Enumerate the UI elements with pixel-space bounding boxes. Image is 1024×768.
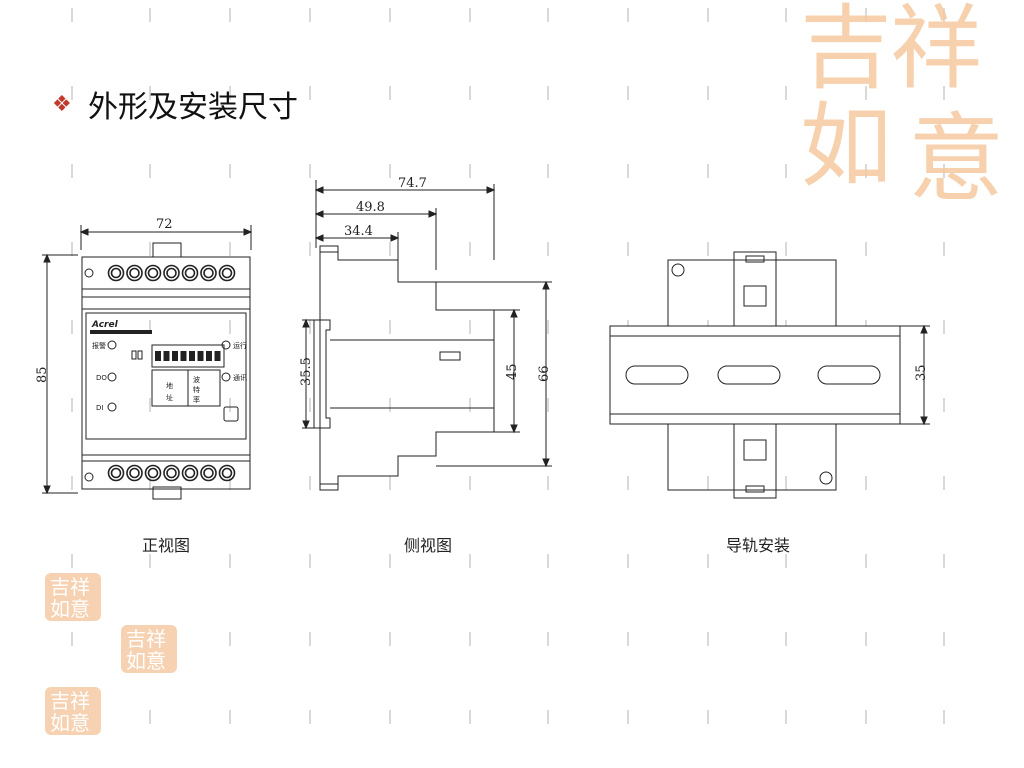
- diamond-bullet-icon: ❖: [52, 91, 72, 117]
- side-45-dimension: 45: [505, 363, 520, 380]
- alarm-label: 报警: [92, 341, 106, 350]
- side-mid-dimension: 49.8: [356, 200, 385, 215]
- seal-char-1: 吉: [800, 0, 892, 102]
- slide-title: ❖ 外形及安装尺寸: [52, 84, 298, 125]
- side-66-dimension: 66: [537, 365, 552, 382]
- side-front-dimension: 34.4: [344, 224, 373, 239]
- comm-label: 通讯: [233, 373, 247, 382]
- terminal-screw: [200, 464, 217, 482]
- side-rail-dimension: 35.5: [299, 357, 314, 386]
- terminal-screw: [181, 464, 199, 482]
- small-seal-logo: 吉祥 如意: [45, 687, 101, 735]
- front-width-dimension: 72: [156, 217, 173, 232]
- terminal-screw: [107, 464, 125, 482]
- svg-text:如意: 如意: [50, 711, 90, 735]
- di-label: DI: [96, 404, 103, 412]
- do-label: DO: [96, 374, 107, 382]
- rail-mount-caption: 导轨安装: [725, 536, 790, 555]
- terminal-screw: [163, 264, 180, 282]
- run-label: 运行: [233, 341, 247, 350]
- terminal-screw: [107, 264, 125, 282]
- side-view-caption: 侧视图: [403, 536, 452, 555]
- dip-switch: [197, 351, 204, 361]
- terminal-screw: [181, 264, 199, 282]
- terminal-screw: [144, 264, 162, 282]
- small-seal-logo: 吉祥 如意: [121, 625, 177, 673]
- brand-logo-text: Acrel: [91, 320, 119, 330]
- svg-text:吉祥: 吉祥: [50, 575, 90, 599]
- terminal-screw: [163, 464, 180, 482]
- auspicious-seal-logo: 吉 祥 如 意: [800, 0, 1004, 200]
- side-total-dimension: 74.7: [398, 176, 427, 191]
- baud-label-2: 特: [193, 385, 200, 394]
- terminal-screw: [218, 264, 236, 282]
- small-seal-logo: 吉祥 如意: [45, 573, 101, 621]
- side-view-drawing: 74.7 49.8 34.4 35.5 45 66: [299, 176, 552, 491]
- rail-35-dimension: 35: [914, 364, 929, 381]
- front-height-dimension: 85: [35, 366, 50, 383]
- slide-title-text: 外形及安装尺寸: [88, 90, 298, 125]
- dip-switch: [189, 351, 195, 361]
- dip-switch: [172, 351, 178, 361]
- svg-text:如意: 如意: [50, 597, 90, 621]
- seal-char-2: 祥: [890, 0, 982, 102]
- dip-switch: [214, 351, 221, 361]
- seal-char-4: 意: [908, 103, 1004, 200]
- front-view-caption: 正视图: [141, 536, 190, 555]
- dip-switch: [155, 351, 161, 361]
- baud-label-1: 波: [193, 375, 200, 384]
- terminal-screw: [218, 464, 236, 482]
- terminal-screw: [144, 464, 162, 482]
- dip-switch: [206, 351, 212, 361]
- rail-mount-drawing: 35: [609, 251, 930, 499]
- address-label-2: 址: [166, 393, 173, 402]
- front-view-drawing: Acrel 报警 DO DI 运行 通讯 地 址 波 特 率 72 85: [35, 217, 253, 500]
- terminal-screw: [126, 264, 143, 282]
- dip-switch: [180, 351, 187, 361]
- address-label-1: 地: [166, 381, 173, 390]
- svg-text:吉祥: 吉祥: [50, 689, 90, 713]
- terminal-screw: [200, 264, 217, 282]
- svg-text:如意: 如意: [126, 649, 166, 673]
- baud-label-3: 率: [193, 395, 200, 404]
- seal-char-3: 如: [800, 93, 892, 200]
- svg-text:吉祥: 吉祥: [126, 627, 166, 651]
- dip-switch: [163, 351, 170, 361]
- terminal-screw: [126, 464, 143, 482]
